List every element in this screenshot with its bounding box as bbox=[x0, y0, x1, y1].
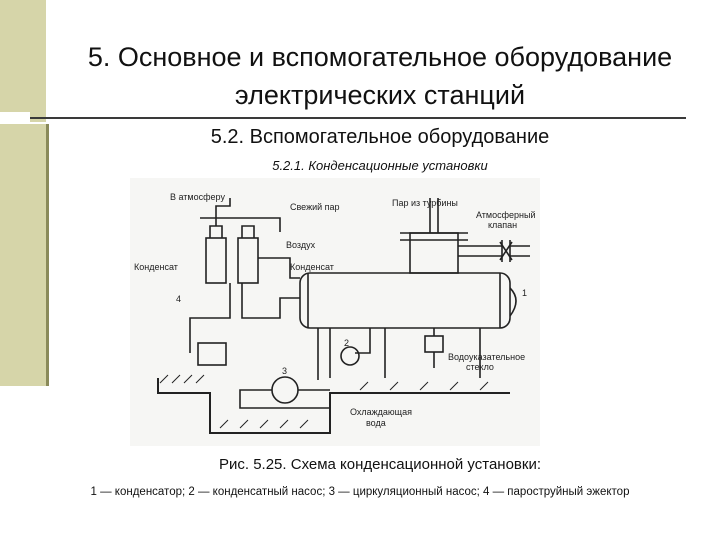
label-air: Воздух bbox=[286, 240, 316, 250]
slide-title-line1: 5. Основное и вспомогательное оборудован… bbox=[87, 42, 673, 72]
label-to-atmosphere: В атмосферу bbox=[170, 192, 225, 202]
label-water-gauge-2: стекло bbox=[466, 362, 494, 372]
slide-title: 5. Основное и вспомогательное оборудован… bbox=[60, 38, 700, 114]
label-num-3: 3 bbox=[282, 366, 287, 376]
label-atmospheric-valve: Атмосферный bbox=[476, 210, 536, 220]
label-cooling-water-2: вода bbox=[366, 418, 386, 428]
label-water-gauge: Водоуказательное bbox=[448, 352, 525, 362]
condenser-diagram-svg: В атмосферу Свежий пар Пар из турбины Ат… bbox=[134, 192, 536, 434]
label-num-2: 2 bbox=[344, 338, 349, 348]
label-condensate-right: Конденсат bbox=[290, 262, 334, 272]
section-subtitle: 5.2. Вспомогательное оборудование bbox=[210, 126, 550, 148]
label-fresh-steam: Свежий пар bbox=[290, 202, 340, 212]
title-rule bbox=[30, 117, 686, 119]
sidebar-accent-bottom bbox=[0, 124, 46, 386]
condenser-diagram: В атмосферу Свежий пар Пар из турбины Ат… bbox=[130, 178, 540, 446]
label-atmospheric-valve-2: клапан bbox=[488, 220, 517, 230]
subsection-subtitle: 5.2.1. Конденсационные установки bbox=[272, 158, 488, 173]
sidebar-divider bbox=[46, 124, 49, 386]
label-num-4: 4 bbox=[176, 294, 181, 304]
slide-title-line2: электрических станций bbox=[234, 80, 526, 110]
label-steam-from-turbine: Пар из турбины bbox=[392, 198, 458, 208]
sidebar-accent-top bbox=[0, 0, 46, 112]
label-cooling-water: Охлаждающая bbox=[350, 407, 412, 417]
figure-caption: Рис. 5.25. Схема конденсационной установ… bbox=[218, 456, 541, 473]
label-num-1: 1 bbox=[522, 288, 527, 298]
figure-legend: 1 — конденсатор; 2 — конденсатный насос;… bbox=[90, 486, 630, 498]
label-condensate-left: Конденсат bbox=[134, 262, 178, 272]
